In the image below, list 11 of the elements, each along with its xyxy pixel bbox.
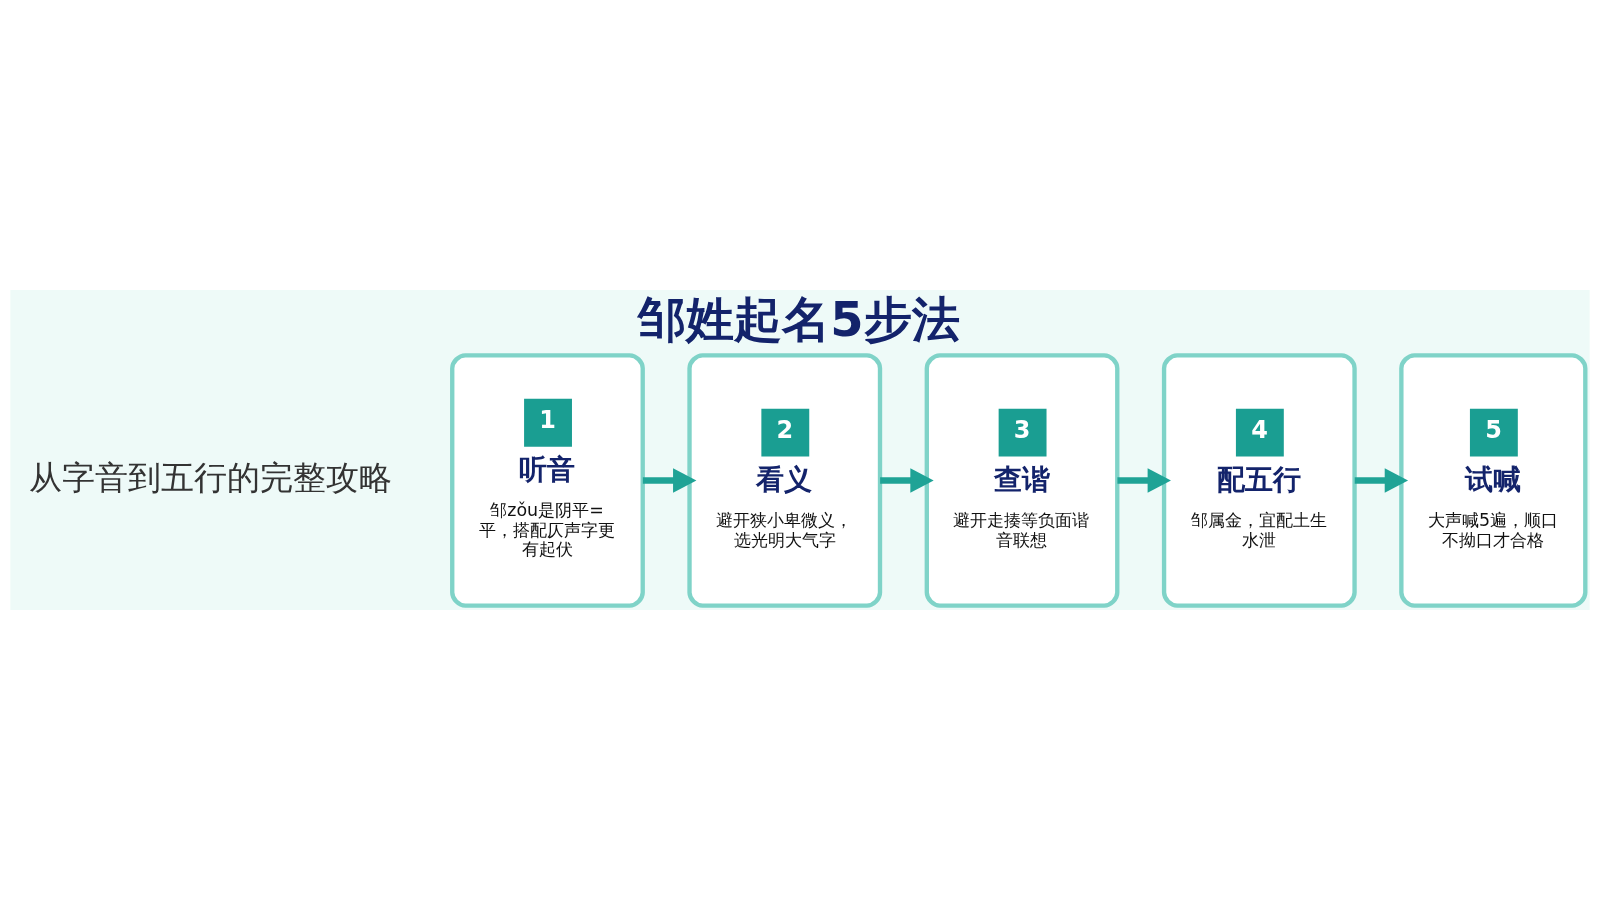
arrow	[1117, 468, 1171, 493]
node-box: 3 查谐 避开走揍等负面谐音联想	[924, 353, 1120, 608]
arrow	[642, 468, 697, 493]
node-box: 5 试喊 大声喊5遍，顺口不拗口才合格	[1399, 353, 1588, 608]
arrow	[880, 468, 934, 493]
node-box: 2 看义 避开狭小卑微义，选光明大气字	[687, 353, 883, 608]
diagram-title: 邹姓起名5步法	[638, 291, 960, 347]
node-box: 1 听音 邹zǒu是阴平=平，搭配仄声字更有起伏	[450, 353, 645, 608]
label: 从字音到五行的完整攻略	[28, 458, 392, 497]
node-box: 4 配五行 邹属金，宜配土生水泄	[1161, 353, 1357, 608]
arrow	[1354, 468, 1409, 493]
